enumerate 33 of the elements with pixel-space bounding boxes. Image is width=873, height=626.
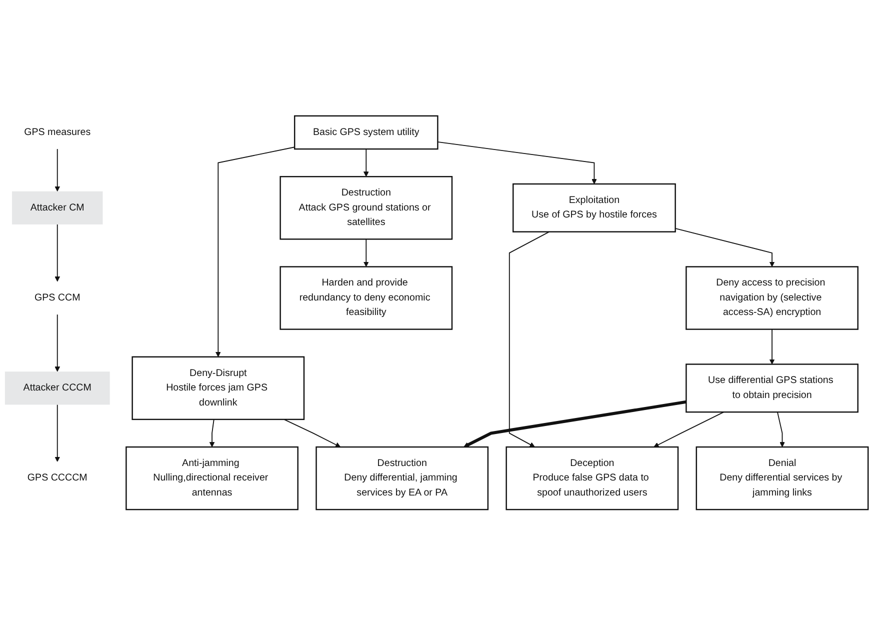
arrow [654, 412, 724, 448]
node-text: GPS CCM [34, 292, 80, 304]
node-box [686, 266, 858, 330]
node-box [280, 176, 453, 240]
node-box [126, 446, 298, 510]
arrow [54, 314, 60, 372]
arrow [284, 419, 341, 448]
node-text: GPS measures [24, 127, 91, 138]
arrow [215, 146, 296, 358]
node-box [686, 364, 858, 413]
arrow [777, 412, 785, 448]
node-text: GPS CCCCM [27, 473, 88, 484]
arrow [54, 224, 60, 282]
arrow [209, 419, 215, 448]
arrow [54, 404, 60, 462]
node-box [132, 356, 305, 420]
node-box [512, 184, 676, 233]
flowchart-diagram: GPS measures Attacker CM GPS CCM Attacker CCCM GPS CCCCM Basic GPS system utility Exploitation Use of GPS by hostile forces Deny-Disrupt Hostile forces jam GPS downlink Destruction Attack GPS ground stations or satellites Deny access to precision navigation by (selective access-SA) encryption Anti-jamming Nulling,directional receiver antennas Harden and provide redundancy to deny economic feasibility Use differential GPS stations to obtain precision Denial Deny differential services by jamming links Deception Produce false GPS data to spoof unauthorized users Destruction Deny differential, jamming services by EA or PA [0, 111, 873, 515]
node-box [4, 372, 110, 405]
node-box [294, 116, 438, 150]
arrow [508, 232, 550, 448]
arrow [363, 238, 369, 268]
node-box [12, 192, 103, 225]
arrow [54, 148, 60, 192]
node-box [506, 446, 679, 510]
arrow [769, 329, 775, 365]
arrow [437, 142, 597, 184]
node-box [280, 266, 453, 330]
arrow [363, 148, 369, 178]
node-box [696, 446, 869, 510]
arrow [464, 400, 686, 448]
node-box [316, 446, 489, 510]
arrow [674, 228, 775, 268]
